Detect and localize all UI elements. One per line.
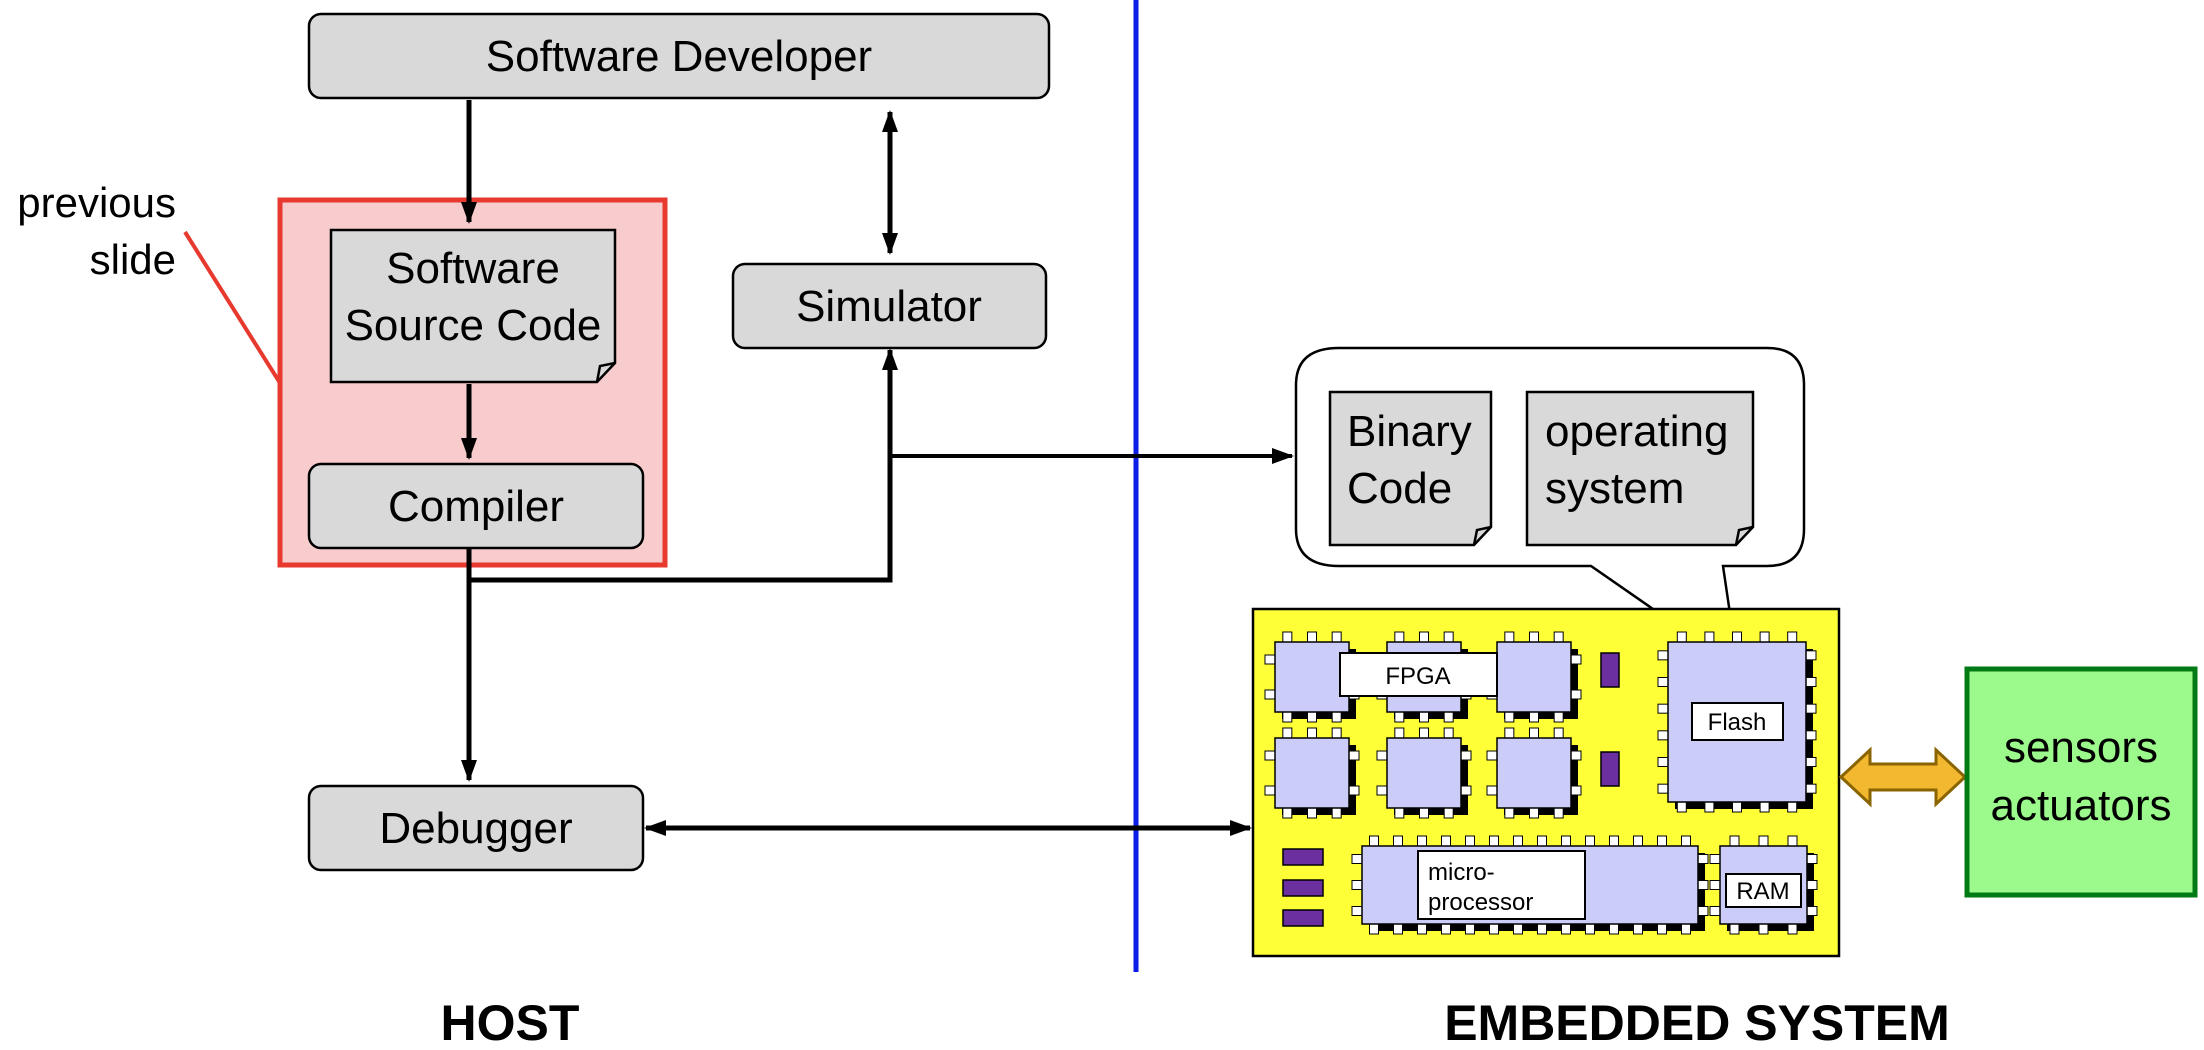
connectors (461, 100, 1294, 836)
sensors-label: sensors (2004, 723, 2158, 772)
actuators-label: actuators (1991, 781, 2172, 830)
previous-slide-label-line1: previous (17, 179, 176, 226)
microprocessor-label-line1: micro- (1428, 859, 1495, 886)
source-code-document[interactable]: Software Source Code (329, 228, 617, 384)
source-code-label-line2: Source Code (345, 301, 602, 350)
binary-code-label-line2: Code (1347, 464, 1452, 513)
software-developer-node[interactable]: Software Developer (307, 12, 1051, 100)
binary-code-label-line1: Binary (1347, 407, 1472, 456)
capacitor-2 (1600, 751, 1620, 787)
capacitor-4 (1282, 879, 1324, 897)
embedded-system-title: EMBEDDED SYSTEM (1444, 995, 1950, 1050)
capacitor-3 (1282, 848, 1324, 866)
capacitor-1 (1600, 652, 1620, 688)
fpga-label: FPGA (1385, 663, 1450, 690)
simulator-label: Simulator (796, 282, 982, 331)
embedded-board[interactable]: FPGA Flash micro- processor RAM (1251, 607, 1841, 958)
chip-b2 (1386, 737, 1462, 809)
debugger-label: Debugger (379, 804, 572, 853)
sensors-actuators-node[interactable]: sensors actuators (1964, 666, 2198, 898)
flash-label-box: Flash (1691, 702, 1784, 741)
fpga-label-box: FPGA (1339, 652, 1498, 697)
memory-contents-callout: Binary Code operating system (1294, 346, 1806, 671)
compiler-node[interactable]: Compiler (307, 462, 645, 550)
ram-label-box: RAM (1725, 873, 1802, 908)
capacitor-5 (1282, 909, 1324, 927)
debugger-node[interactable]: Debugger (307, 784, 645, 872)
binary-code-document[interactable]: Binary Code (1328, 390, 1493, 547)
microprocessor-label-line2: processor (1428, 889, 1533, 916)
chip-a1 (1274, 641, 1350, 713)
source-code-label-line1: Software (386, 244, 560, 293)
operating-system-document[interactable]: operating system (1525, 390, 1755, 547)
microprocessor-label-box: micro- processor (1417, 850, 1586, 920)
ram-label: RAM (1736, 878, 1789, 905)
chip-b1 (1274, 737, 1350, 809)
operating-system-label-line1: operating (1545, 407, 1728, 456)
host-title: HOST (441, 995, 580, 1050)
previous-slide-pointer-line (183, 230, 282, 385)
simulator-node[interactable]: Simulator (731, 262, 1048, 350)
previous-slide-label-line2: slide (90, 236, 176, 283)
chip-a3 (1496, 641, 1572, 713)
io-double-arrow (1838, 746, 1968, 808)
chip-b3 (1496, 737, 1572, 809)
software-developer-label: Software Developer (486, 32, 872, 81)
compiler-label: Compiler (388, 482, 564, 531)
flash-label: Flash (1708, 709, 1767, 736)
operating-system-label-line2: system (1545, 464, 1684, 513)
